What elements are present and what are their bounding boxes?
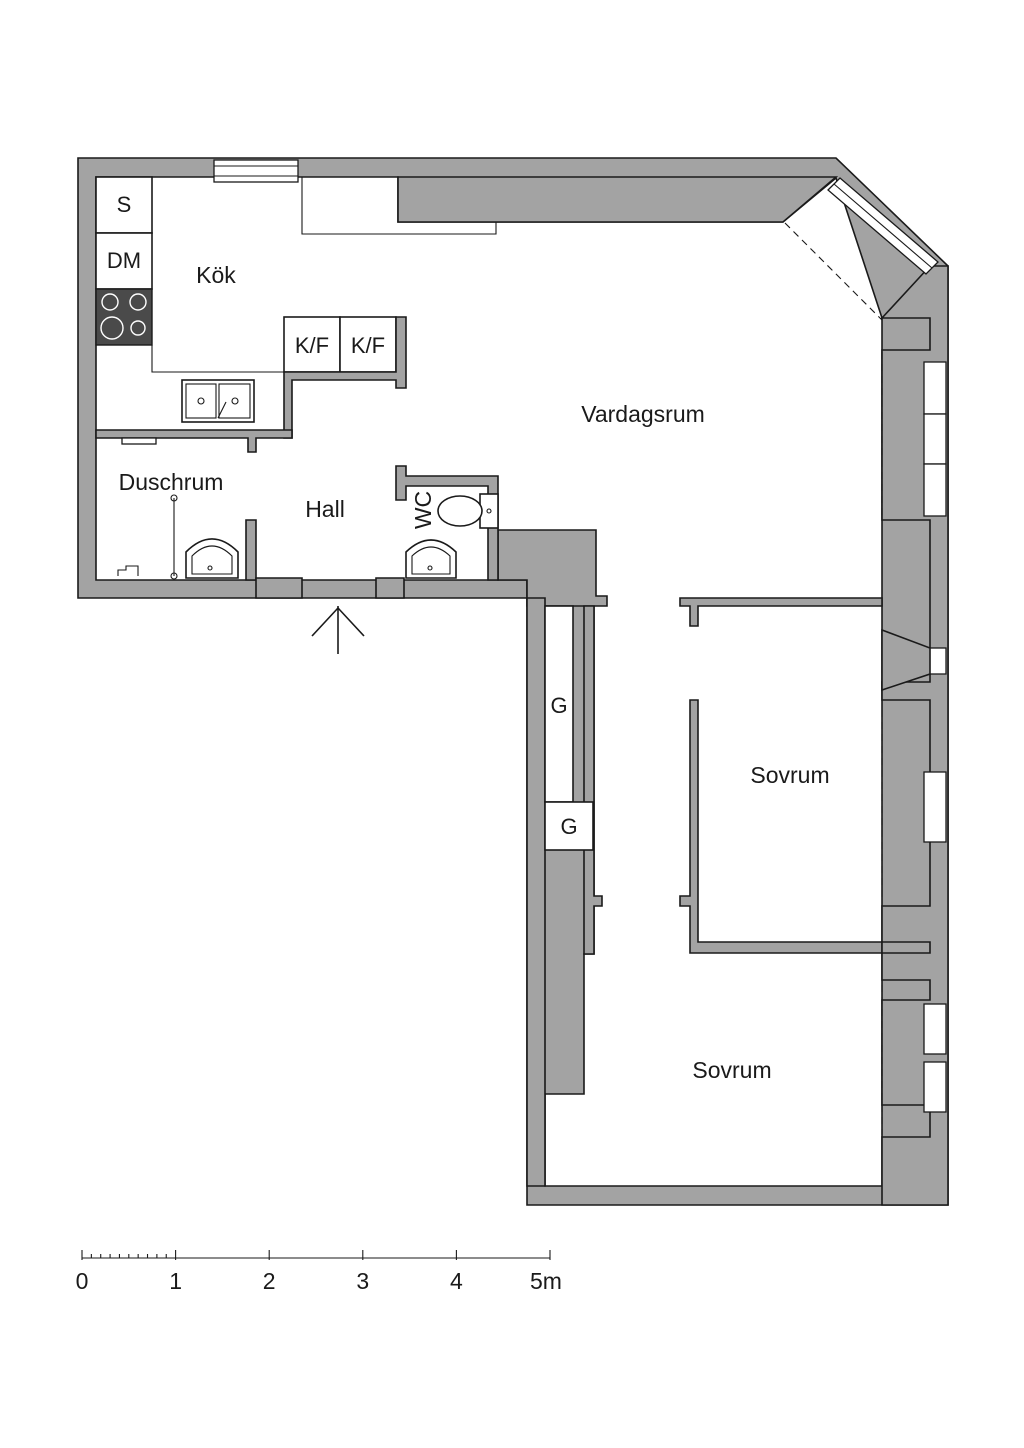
entrance-arrow-icon [302, 597, 376, 654]
room-label-bedroom-2: Sovrum [692, 1057, 771, 1083]
room-label-kitchen: Kök [196, 262, 236, 288]
fridge-freezer-1 [283, 316, 341, 373]
label-g1: G [550, 693, 567, 718]
scale-ticks [81, 1250, 551, 1260]
closet-g2 [544, 801, 594, 851]
interior-walls [95, 429, 931, 954]
cabinet-s [95, 176, 153, 234]
scale-label: 4 [450, 1268, 463, 1294]
cabinet-dm [95, 232, 153, 290]
scale-label: 0 [76, 1268, 89, 1294]
shower-fixtures [117, 494, 239, 580]
toilet-icon [437, 495, 483, 527]
scale-label: 1 [169, 1268, 182, 1294]
fridge-freezer-2 [339, 316, 397, 373]
kitchen-left-counter: S DM [95, 176, 284, 373]
scale-labels: 0 1 2 3 4 5m [76, 1268, 562, 1294]
window-top [213, 159, 299, 183]
kitchen-upper-counter [301, 177, 497, 235]
window-corner [784, 177, 939, 321]
room-label-bedroom-1: Sovrum [750, 762, 829, 788]
label-dm: DM [107, 248, 141, 273]
storage-closets: G G [544, 605, 594, 851]
label-kf2: K/F [351, 333, 385, 358]
label-kf1: K/F [295, 333, 329, 358]
fridge-freezers: K/F K/F [283, 316, 407, 439]
interior-floor [95, 176, 883, 1187]
closet-g1 [544, 605, 574, 803]
faucet-icon [117, 565, 139, 576]
room-label-living: Vardagsrum [581, 401, 705, 427]
sink-icon [181, 379, 255, 423]
wc-fixtures [405, 493, 499, 579]
label-s: S [117, 192, 132, 217]
washbasin-wc-icon [405, 539, 457, 579]
washbasin-icon [185, 538, 239, 579]
room-label-hall: Hall [305, 496, 345, 522]
label-g2: G [560, 814, 577, 839]
scale-label: 5m [530, 1268, 562, 1294]
scale-label: 3 [356, 1268, 369, 1294]
scale-label: 2 [263, 1268, 276, 1294]
room-label-shower: Duschrum [119, 469, 224, 495]
room-label-wc: WC [410, 491, 436, 529]
scale-bar: 0 1 2 3 4 5m [76, 1250, 562, 1294]
